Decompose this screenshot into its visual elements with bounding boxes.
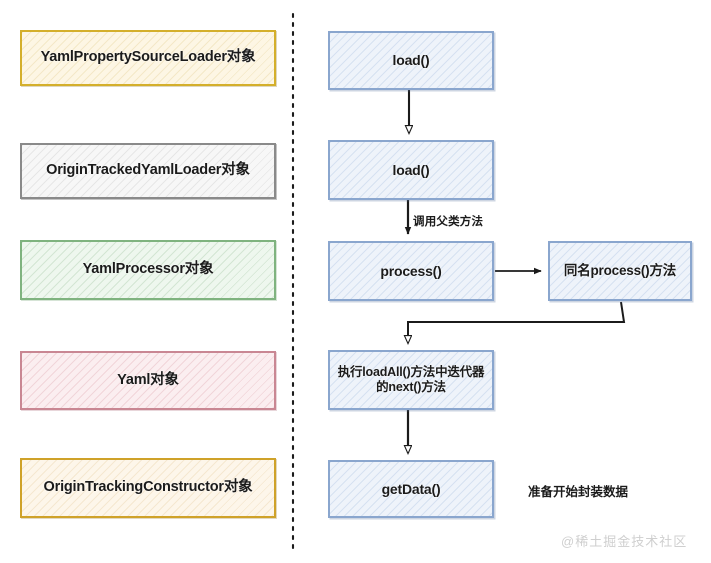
flow-box-label: 执行loadAll()方法中迭代器的next()方法 [337,365,485,394]
flow-box-label: getData() [381,480,441,497]
flow-box-load-2[interactable]: load() [328,140,494,200]
flow-box-get-data[interactable]: getData() [328,460,494,518]
object-box-label: YamlPropertySourceLoader对象 [40,49,256,66]
flow-box-same-name-process[interactable]: 同名process()方法 [548,241,692,301]
object-box-yaml-processor[interactable]: YamlProcessor对象 [20,240,276,300]
flow-box-load-1[interactable]: load() [328,31,494,90]
flow-box-label: 同名process()方法 [563,263,677,279]
object-box-origin-tracked-yaml-loader[interactable]: OriginTrackedYamlLoader对象 [20,143,276,199]
object-box-label: Yaml对象 [117,371,179,388]
object-box-label: YamlProcessor对象 [82,261,214,278]
flow-box-label: load() [392,52,430,69]
flow-box-load-all-next[interactable]: 执行loadAll()方法中迭代器的next()方法 [328,350,494,410]
flow-box-label: load() [392,161,430,178]
object-box-label: OriginTrackingConstructor对象 [43,479,253,496]
edge-samename-to-loadall [408,301,626,343]
object-box-origin-tracking-constructor[interactable]: OriginTrackingConstructor对象 [20,458,276,518]
flow-box-label: process() [380,262,442,279]
watermark: @稀土掘金技术社区 [561,534,688,549]
note-prepare-encapsulate-data: 准备开始封装数据 [528,485,629,499]
object-box-yaml-property-source-loader[interactable]: YamlPropertySourceLoader对象 [20,30,276,86]
edge-label-call-super-method: 调用父类方法 [413,216,484,228]
object-box-label: OriginTrackedYamlLoader对象 [46,162,250,179]
object-box-yaml[interactable]: Yaml对象 [20,351,276,410]
flow-box-process[interactable]: process() [328,241,494,301]
